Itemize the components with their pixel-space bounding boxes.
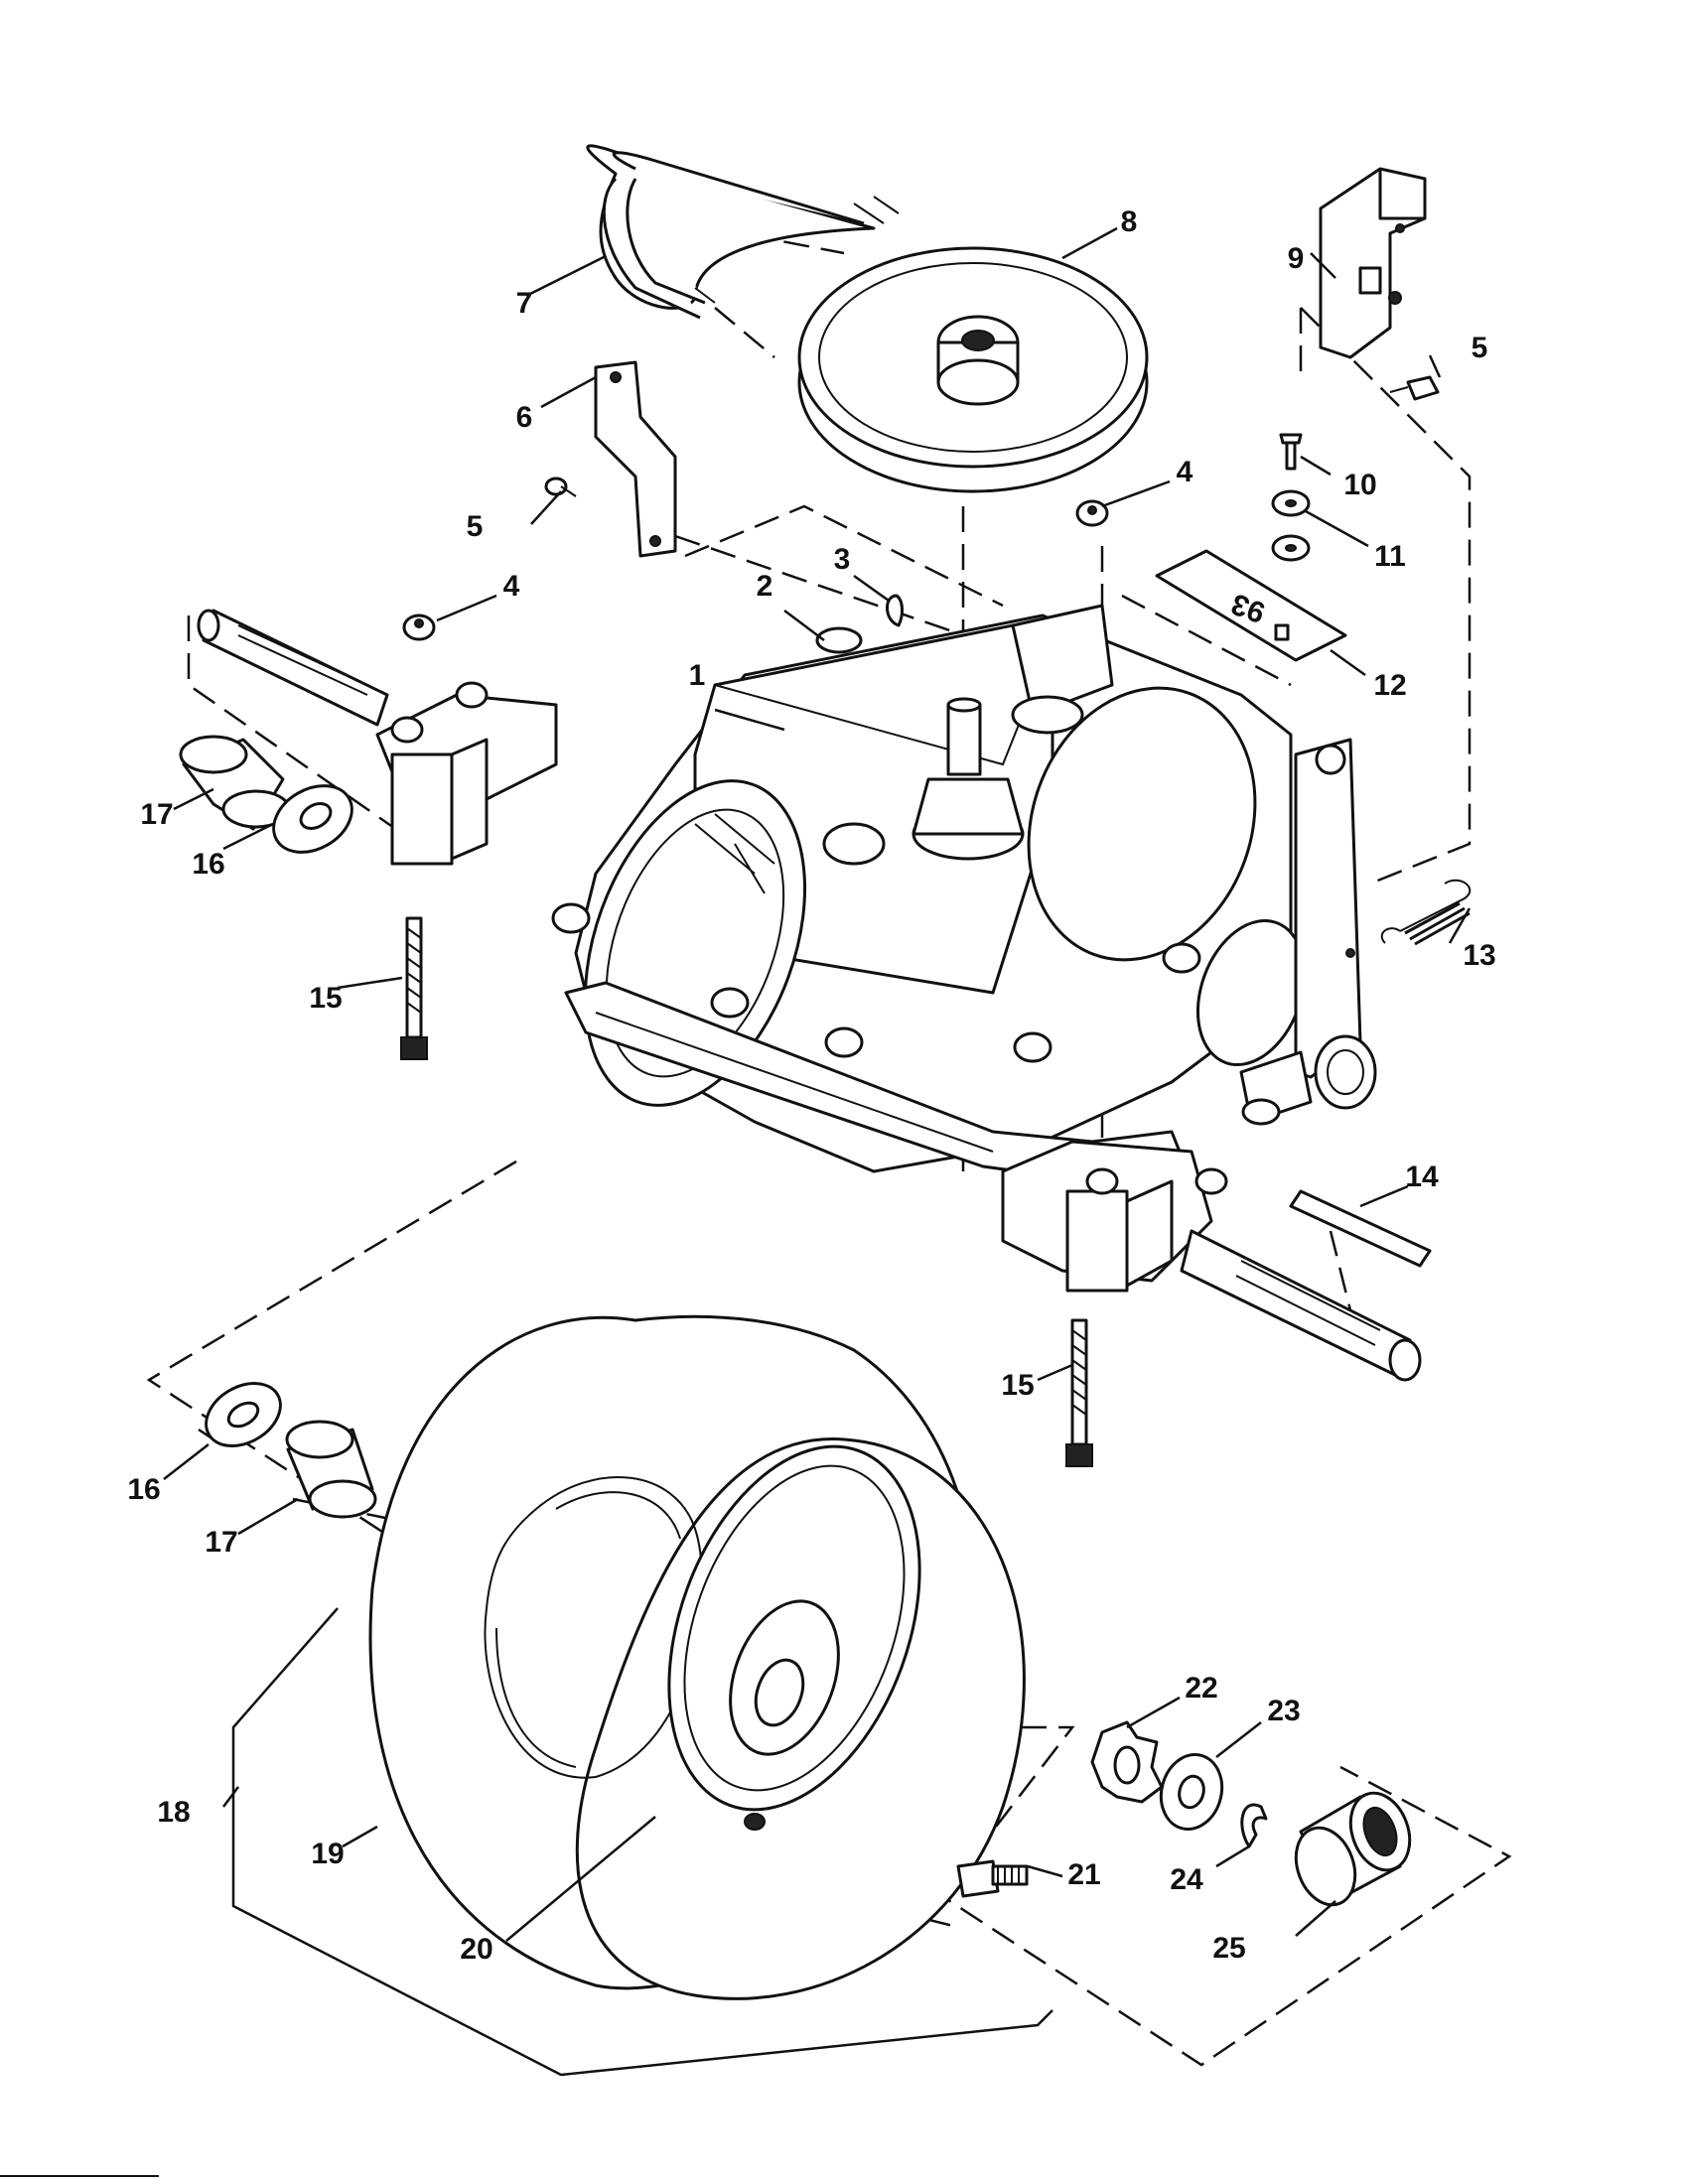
valve-stem-21 bbox=[956, 1859, 1029, 1898]
callout-25: 25 bbox=[1212, 1932, 1245, 1965]
belt-guide-bracket bbox=[594, 360, 677, 558]
callout-15-left: 15 bbox=[309, 982, 342, 1015]
washer-16-bottom bbox=[205, 1382, 282, 1447]
star-washer-22 bbox=[1090, 1720, 1164, 1804]
bolt-15-right bbox=[1065, 1318, 1093, 1467]
nut-4-left bbox=[402, 614, 436, 641]
callout-19: 19 bbox=[311, 1838, 344, 1870]
callout-5-left: 5 bbox=[467, 510, 484, 543]
hardware-top bbox=[402, 375, 1472, 946]
callout-4-right: 4 bbox=[1177, 456, 1193, 488]
hub-cap-25 bbox=[1294, 1791, 1412, 1907]
callout-labels: 1 2 3 4 4 5 5 6 7 8 9 10 11 12 13 14 15 … bbox=[127, 205, 1495, 1966]
callout-16-top: 16 bbox=[192, 848, 224, 881]
spring-13 bbox=[1380, 879, 1472, 946]
washer-23 bbox=[1159, 1752, 1224, 1832]
drive-pulley bbox=[797, 246, 1149, 493]
callout-13: 13 bbox=[1463, 939, 1495, 972]
callout-21: 21 bbox=[1067, 1858, 1100, 1891]
callout-23: 23 bbox=[1267, 1695, 1300, 1727]
transaxle-assembly bbox=[197, 604, 1422, 1382]
screw-5-left bbox=[544, 477, 577, 497]
drive-belt bbox=[586, 144, 900, 320]
callout-3: 3 bbox=[834, 543, 851, 576]
bolt-10 bbox=[1279, 433, 1303, 471]
callout-6: 6 bbox=[516, 401, 533, 434]
callout-17-top: 17 bbox=[140, 798, 173, 831]
plate-12 bbox=[1155, 549, 1347, 662]
bolt-15-left bbox=[400, 916, 428, 1060]
spacer-17-top bbox=[179, 735, 291, 831]
callout-11: 11 bbox=[1374, 540, 1406, 573]
callout-24: 24 bbox=[1170, 1863, 1203, 1896]
idler-bracket bbox=[1319, 167, 1427, 359]
callout-12: 12 bbox=[1373, 669, 1406, 702]
callout-8: 8 bbox=[1121, 205, 1138, 238]
callout-17-bottom: 17 bbox=[205, 1526, 237, 1559]
callout-20: 20 bbox=[460, 1933, 492, 1966]
callout-14: 14 bbox=[1405, 1160, 1439, 1193]
callout-15-right: 15 bbox=[1001, 1369, 1034, 1402]
callout-22: 22 bbox=[1185, 1672, 1217, 1705]
callout-5-right: 5 bbox=[1472, 332, 1488, 364]
e-ring-24 bbox=[1240, 1803, 1268, 1848]
nut-4-top bbox=[1075, 499, 1109, 527]
callout-7: 7 bbox=[516, 287, 533, 320]
key-14 bbox=[1289, 1189, 1432, 1268]
callout-4-left: 4 bbox=[503, 570, 520, 603]
callout-1: 1 bbox=[689, 659, 706, 692]
washer-16-top bbox=[272, 784, 353, 854]
leader-lines bbox=[163, 226, 1472, 2077]
callout-10: 10 bbox=[1343, 469, 1376, 501]
key-3 bbox=[886, 594, 904, 627]
callout-9: 9 bbox=[1288, 242, 1305, 275]
spacer-17-bottom bbox=[285, 1420, 377, 1519]
callout-18: 18 bbox=[157, 1796, 190, 1829]
screw-5-right bbox=[1389, 375, 1440, 401]
washers-11 bbox=[1271, 489, 1311, 562]
retaining-ring-2 bbox=[815, 626, 863, 654]
callout-2: 2 bbox=[757, 570, 773, 603]
callout-16-bottom: 16 bbox=[127, 1473, 160, 1506]
wheel-assembly bbox=[368, 1314, 1026, 2000]
